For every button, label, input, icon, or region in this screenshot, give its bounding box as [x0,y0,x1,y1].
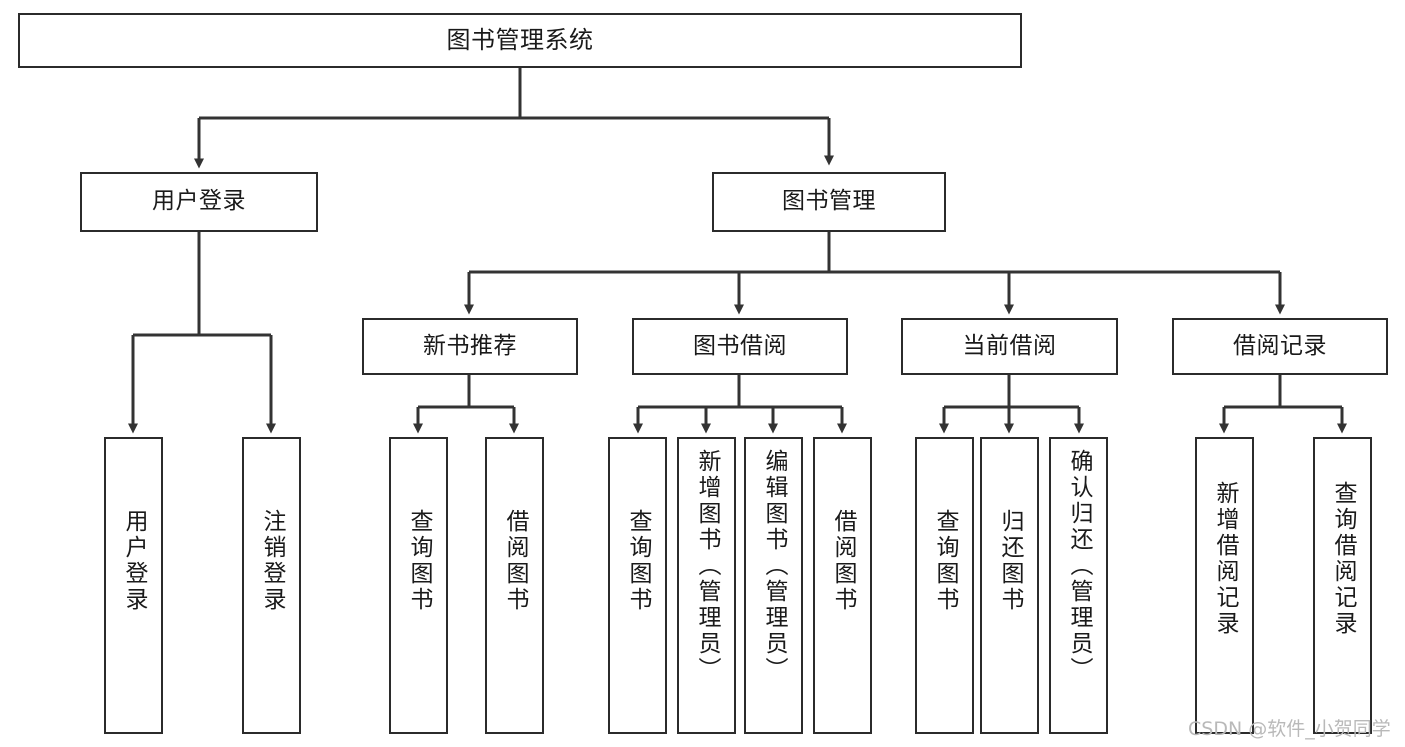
node-label: 当前借阅 [962,332,1057,359]
leaf-query-borrow-record[interactable]: 查询借阅记录 [1313,437,1372,734]
node-label: 新增图书（管理员） [694,449,720,683]
watermark: CSDN @软件_小贺同学 [1188,718,1391,740]
node-label: 新增借阅记录 [1212,481,1238,637]
node-label: 用户登录 [152,188,246,215]
node-label: 查询图书 [406,509,432,613]
node-book-borrow[interactable]: 图书借阅 [632,318,848,375]
leaf-edit-book[interactable]: 编辑图书（管理员） [744,437,803,734]
node-new-book-recommend[interactable]: 新书推荐 [362,318,578,375]
node-label: 编辑图书（管理员） [761,449,787,683]
node-label: 借阅图书 [830,509,856,613]
leaf-query-book-current[interactable]: 查询图书 [915,437,974,734]
leaf-return-book[interactable]: 归还图书 [980,437,1039,734]
leaf-query-book-recommend[interactable]: 查询图书 [389,437,448,734]
node-current-borrow[interactable]: 当前借阅 [901,318,1118,375]
node-label: 确认归还（管理员） [1066,449,1092,683]
node-label: 用户登录 [121,509,147,613]
node-label: 查询借阅记录 [1330,481,1356,637]
node-borrow-record[interactable]: 借阅记录 [1172,318,1388,375]
node-user-login[interactable]: 用户登录 [80,172,318,232]
leaf-add-borrow-record[interactable]: 新增借阅记录 [1195,437,1254,734]
leaf-add-book[interactable]: 新增图书（管理员） [677,437,736,734]
leaf-borrow-book[interactable]: 借阅图书 [813,437,872,734]
node-label: 借阅图书 [502,509,528,613]
leaf-user-login[interactable]: 用户登录 [104,437,163,734]
leaf-confirm-return[interactable]: 确认归还（管理员） [1049,437,1108,734]
node-label: 新书推荐 [423,332,517,359]
node-label: 注销登录 [259,509,285,613]
node-label: 图书借阅 [693,332,787,359]
node-book-manage[interactable]: 图书管理 [712,172,946,232]
leaf-query-book-borrow[interactable]: 查询图书 [608,437,667,734]
node-label: 查询图书 [932,509,958,613]
node-label: 图书管理 [782,188,876,215]
node-label: 归还图书 [997,509,1023,613]
node-label: 查询图书 [625,509,651,613]
leaf-borrow-book-recommend[interactable]: 借阅图书 [485,437,544,734]
node-label: 图书管理系统 [446,26,594,55]
node-label: 借阅记录 [1233,332,1327,359]
node-root[interactable]: 图书管理系统 [18,13,1022,68]
leaf-logout[interactable]: 注销登录 [242,437,301,734]
